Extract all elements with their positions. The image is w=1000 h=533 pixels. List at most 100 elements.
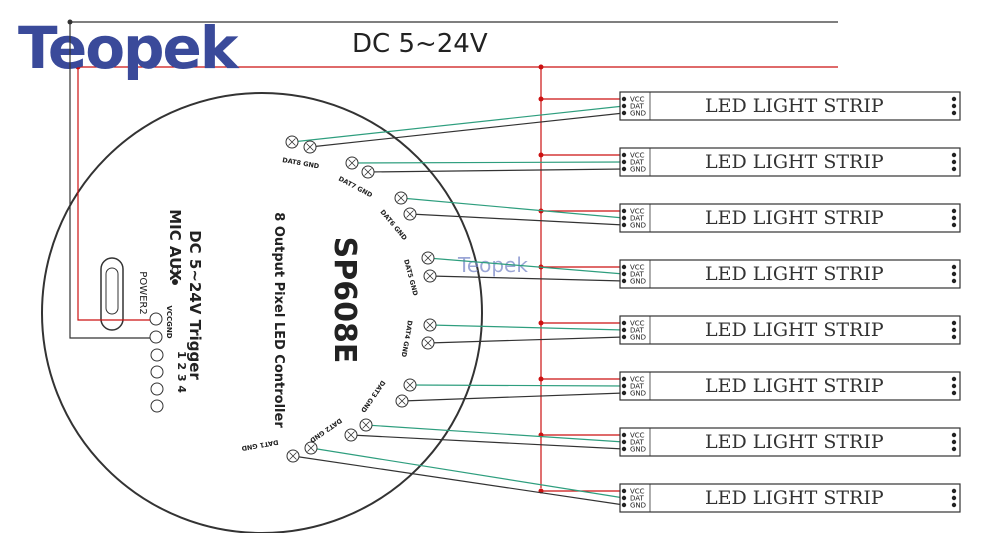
positive-input-wire bbox=[77, 67, 150, 321]
end-dot bbox=[951, 320, 957, 326]
negative-input-wire bbox=[69, 22, 150, 339]
power-rails bbox=[67, 19, 838, 488]
end-dot bbox=[951, 208, 957, 214]
pin-label: GND bbox=[630, 390, 646, 398]
output-port: DAT2 GND bbox=[308, 416, 373, 445]
data-wires bbox=[291, 96, 625, 506]
pin-label: DAT bbox=[630, 327, 645, 335]
end-dot bbox=[951, 264, 957, 270]
end-dot bbox=[951, 390, 957, 396]
pin-label: DAT bbox=[630, 103, 645, 111]
pin-dot bbox=[621, 432, 627, 438]
pin-dot bbox=[621, 159, 627, 165]
pin-dot bbox=[621, 376, 627, 382]
end-dot bbox=[951, 271, 957, 277]
strip-body bbox=[619, 203, 961, 233]
junction-dot bbox=[538, 376, 544, 382]
pin-label: GND bbox=[630, 222, 646, 230]
controller-model: SP608E bbox=[327, 237, 362, 364]
trigger-label: DC 5~24V Trigger bbox=[186, 230, 204, 380]
pin-dot bbox=[621, 439, 627, 445]
pin-label: DAT bbox=[630, 383, 645, 391]
gnd-wire bbox=[292, 455, 625, 506]
strip-label: LED LIGHT STRIP bbox=[705, 375, 884, 397]
strip-body bbox=[619, 147, 961, 177]
pin-dot bbox=[621, 208, 627, 214]
output-port: DAT4 GND bbox=[399, 318, 437, 358]
data-wire bbox=[310, 447, 625, 499]
end-dot bbox=[951, 376, 957, 382]
pin-dot bbox=[621, 320, 627, 326]
pin-dot bbox=[621, 390, 627, 396]
end-dot bbox=[951, 110, 957, 116]
controller-body bbox=[41, 92, 483, 533]
gnd-wire bbox=[401, 392, 625, 402]
pin-label: VCC bbox=[630, 152, 645, 160]
mounting-slot bbox=[100, 257, 124, 331]
end-dot bbox=[951, 502, 957, 508]
strip-body bbox=[619, 371, 961, 401]
mounting-slot-inner bbox=[105, 267, 119, 315]
pin-label: VCC bbox=[630, 376, 645, 384]
pin-dot bbox=[621, 152, 627, 158]
end-dot bbox=[951, 334, 957, 340]
strip-body bbox=[619, 483, 961, 513]
trigger-holes bbox=[150, 348, 164, 413]
strip-body bbox=[619, 315, 961, 345]
mic-aux-jack-icon bbox=[171, 266, 179, 285]
end-dot bbox=[951, 103, 957, 109]
screw-terminal-icon bbox=[149, 312, 163, 326]
pin-label: VCC bbox=[630, 264, 645, 272]
pin-dot bbox=[621, 271, 627, 277]
pin-dot bbox=[621, 502, 627, 508]
pin-label: GND bbox=[630, 110, 646, 118]
end-dot bbox=[951, 327, 957, 333]
power-pins-label: VCCGND bbox=[165, 305, 173, 338]
pin-label: DAT bbox=[630, 439, 645, 447]
power-port-label: POWER2 bbox=[137, 271, 148, 314]
brand-logo: Teopek bbox=[18, 14, 242, 82]
junction-dot bbox=[538, 152, 544, 158]
gnd-wire bbox=[367, 168, 625, 173]
pin-dot bbox=[621, 383, 627, 389]
trigger-numbers: 1 2 3 4 bbox=[175, 351, 188, 393]
end-dot bbox=[951, 166, 957, 172]
port-label: DAT3 GND bbox=[359, 379, 387, 415]
output-port: DAT5 GND bbox=[402, 251, 437, 297]
power-input-wires bbox=[69, 22, 150, 339]
pin-dot bbox=[621, 488, 627, 494]
end-dot bbox=[951, 215, 957, 221]
output-port: DAT3 GND bbox=[359, 378, 417, 415]
pin-label: DAT bbox=[630, 495, 645, 503]
end-dot bbox=[951, 383, 957, 389]
end-dot bbox=[951, 446, 957, 452]
output-port: DAT6 GND bbox=[378, 191, 417, 242]
power-label: DC 5~24V bbox=[352, 29, 488, 59]
pin-dot bbox=[621, 103, 627, 109]
data-wire bbox=[351, 161, 625, 164]
pin-label: GND bbox=[630, 166, 646, 174]
pin-dot bbox=[621, 166, 627, 172]
gnd-wire bbox=[427, 336, 625, 344]
pin-label: DAT bbox=[630, 215, 645, 223]
strip-label: LED LIGHT STRIP bbox=[705, 95, 884, 117]
trigger-hole-icon bbox=[150, 365, 164, 379]
pin-label: GND bbox=[630, 278, 646, 286]
strip-body bbox=[619, 259, 961, 289]
pin-label: DAT bbox=[630, 271, 645, 279]
strip-label: LED LIGHT STRIP bbox=[705, 151, 884, 173]
port-label: DAT5 GND bbox=[402, 258, 420, 297]
data-wire bbox=[427, 257, 625, 275]
end-dot bbox=[951, 432, 957, 438]
pin-label: GND bbox=[630, 334, 646, 342]
pin-dot bbox=[621, 446, 627, 452]
junction-dot bbox=[538, 320, 544, 326]
port-label: DAT2 GND bbox=[308, 416, 344, 444]
end-dot bbox=[951, 488, 957, 494]
